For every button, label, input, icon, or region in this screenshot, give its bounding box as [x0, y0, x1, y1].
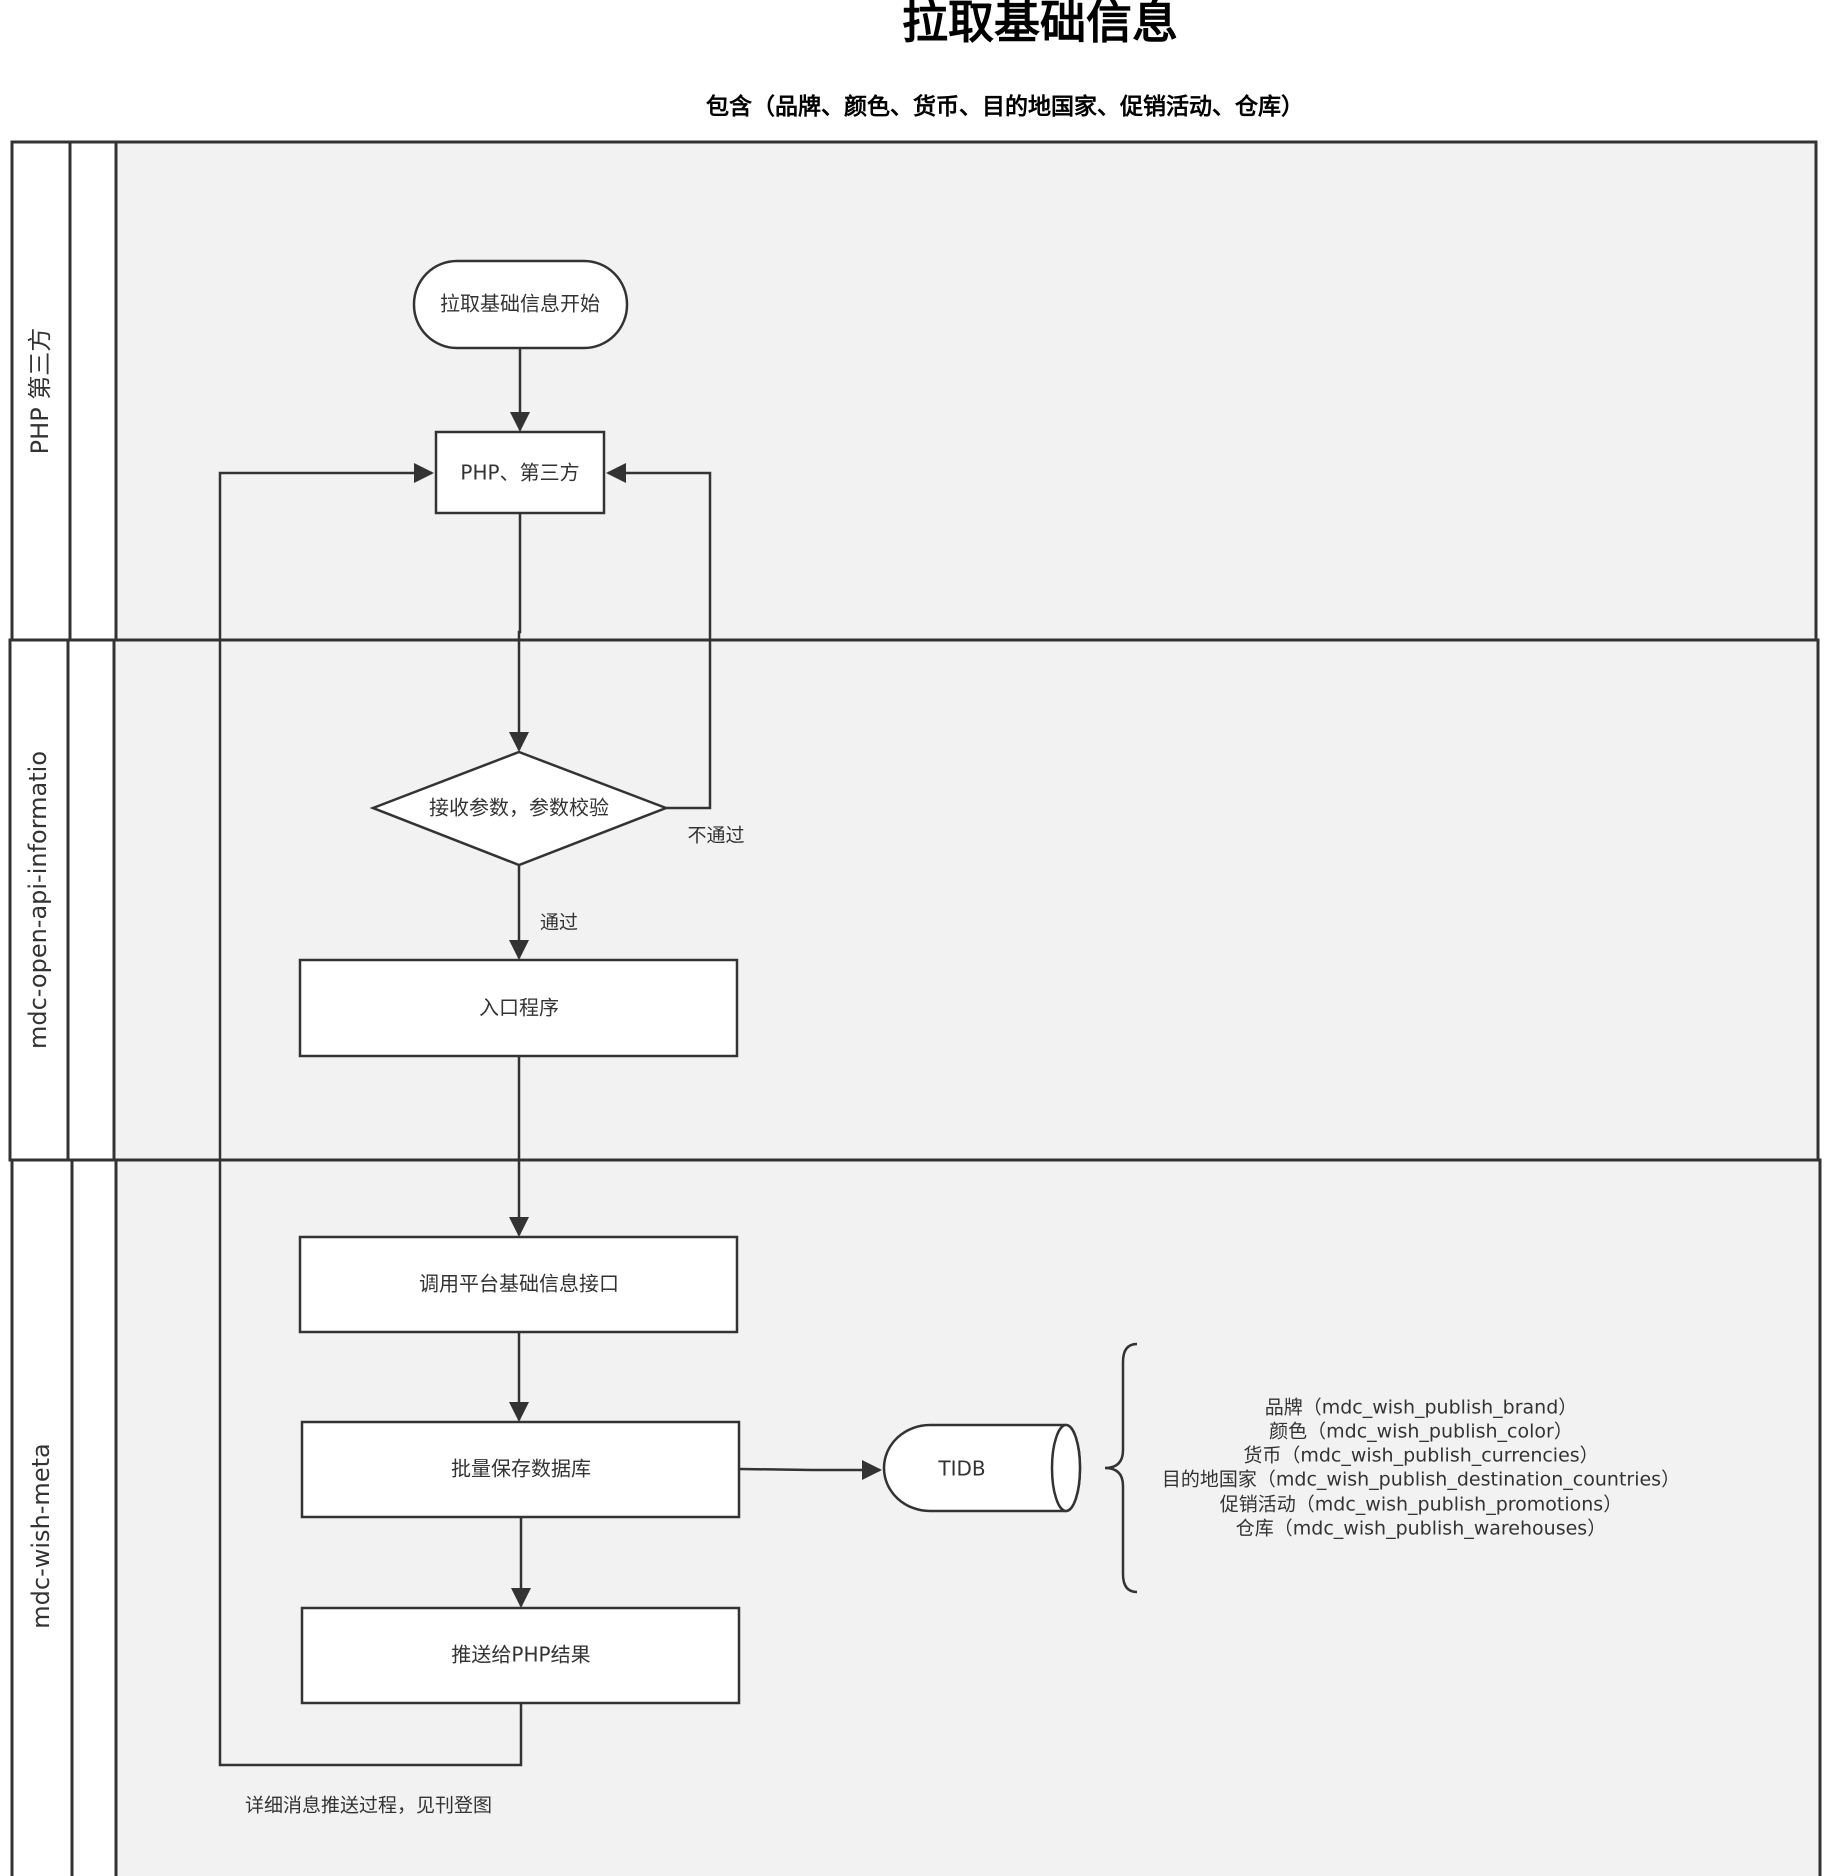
- lane-body: [10, 140, 1818, 642]
- lane-body: [8, 638, 1820, 1162]
- php-process-box: [434, 430, 606, 515]
- edge-label-pass: 通过: [540, 912, 578, 934]
- node-label: 批量保存数据库: [451, 1457, 591, 1481]
- node-call-api: 调用平台基础信息接口: [298, 1235, 739, 1334]
- save-db-process-box: [300, 1420, 741, 1519]
- table-line: 颜色（mdc_wish_publish_color）: [1269, 1421, 1573, 1443]
- node-php: PHP、第三方: [434, 430, 606, 515]
- swimlane-php: PHP 第三方: [10, 140, 1818, 642]
- edge-push-loop-to-php: [218, 463, 523, 1767]
- node-label: 推送给PHP结果: [451, 1643, 590, 1667]
- lane-header: [8, 638, 70, 1162]
- loop-note: 详细消息推送过程，见刊登图: [245, 1795, 492, 1817]
- call-api-process-box: [298, 1235, 739, 1334]
- push-result-process-box: [300, 1606, 741, 1705]
- connectors: [218, 348, 882, 1767]
- node-label: TIDB: [937, 1457, 985, 1481]
- node-start: 拉取基础信息开始: [412, 259, 629, 350]
- lane-label: mdc-open-api-informatio: [24, 751, 52, 1049]
- table-line: 品牌（mdc_wish_publish_brand）: [1265, 1397, 1578, 1419]
- table-line: 货币（mdc_wish_publish_currencies）: [1243, 1445, 1598, 1467]
- node-label: 接收参数，参数校验: [429, 796, 609, 820]
- lane-subheader: [68, 140, 118, 642]
- swimlane-openapi: mdc-open-api-informatio: [8, 638, 1820, 1162]
- node-label: PHP、第三方: [460, 461, 579, 485]
- node-check: 接收参数，参数校验: [369, 750, 670, 867]
- table-line: 仓库（mdc_wish_publish_warehouses）: [1236, 1518, 1606, 1540]
- tidb-cylinder-cap: [1050, 1423, 1082, 1513]
- node-tidb: TIDB: [882, 1423, 1082, 1513]
- check-decision-diamond: [369, 750, 670, 867]
- edge-check-fail-to-php: [606, 463, 712, 810]
- node-label: 调用平台基础信息接口: [419, 1272, 619, 1296]
- node-push-result: 推送给PHP结果: [300, 1606, 741, 1705]
- node-label: 入口程序: [479, 996, 559, 1020]
- lane-header: [10, 140, 72, 642]
- entry-process-box: [298, 958, 739, 1058]
- table-list: 品牌（mdc_wish_publish_brand） 颜色（mdc_wish_p…: [1162, 1397, 1680, 1540]
- table-line: 促销活动（mdc_wish_publish_promotions）: [1220, 1494, 1622, 1516]
- lane-subheader: [66, 638, 116, 1162]
- lane-subheader: [70, 1158, 118, 1876]
- edge-php-to-check: [509, 513, 529, 752]
- edge-label-fail: 不通过: [687, 825, 744, 847]
- edge-save-db-to-tidb: [739, 1460, 882, 1480]
- lane-label: PHP 第三方: [26, 328, 54, 455]
- start-terminator: [412, 259, 629, 350]
- node-label: 拉取基础信息开始: [440, 292, 600, 316]
- lane-header: [10, 1158, 74, 1876]
- node-save-db: 批量保存数据库: [300, 1420, 741, 1519]
- table-line: 目的地国家（mdc_wish_publish_destination_count…: [1162, 1469, 1680, 1491]
- page-subtitle: 包含（品牌、颜色、货币、目的地国家、促销活动、仓库）: [706, 93, 1304, 120]
- curly-brace: [1104, 1342, 1138, 1594]
- lane-label: mdc-wish-meta: [27, 1443, 55, 1628]
- page-title: 拉取基础信息: [902, 0, 1178, 49]
- node-entry: 入口程序: [298, 958, 739, 1058]
